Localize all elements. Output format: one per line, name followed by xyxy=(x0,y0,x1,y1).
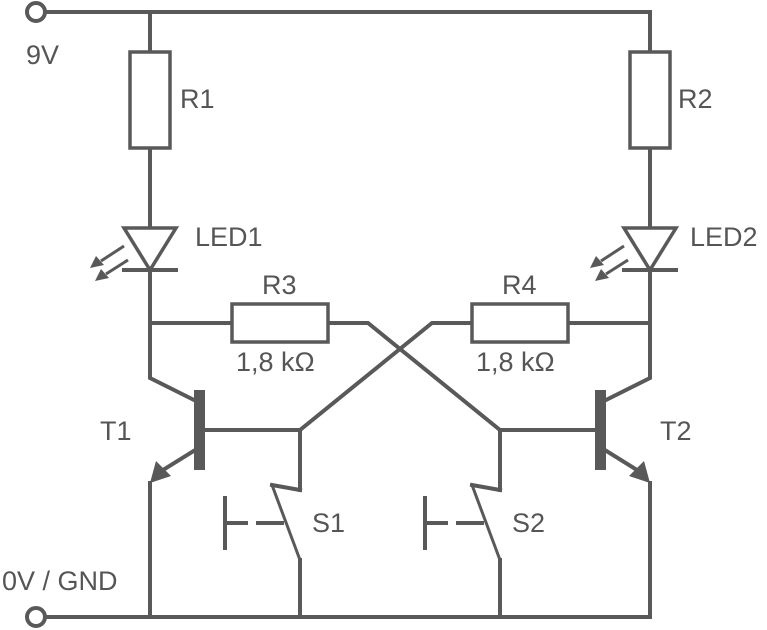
led2-symbol xyxy=(620,226,680,274)
supply-label: 9V xyxy=(26,40,59,70)
s1-label: S1 xyxy=(312,508,345,538)
supply-terminal xyxy=(25,1,47,23)
resistor-r4 xyxy=(470,302,570,344)
right-branch-wires xyxy=(597,10,652,619)
t2-label: T2 xyxy=(660,416,692,446)
resistor-r1 xyxy=(128,50,172,150)
resistor-r3 xyxy=(230,302,330,344)
led2-light-arrows-icon xyxy=(590,244,629,281)
led1-light-arrows-icon xyxy=(90,244,129,281)
switch-s1 xyxy=(223,428,303,619)
led1-symbol xyxy=(120,226,180,274)
left-branch-wires xyxy=(148,10,203,619)
led2-label: LED2 xyxy=(690,222,758,252)
r3-label: R3 xyxy=(262,270,297,300)
switch-s2 xyxy=(423,428,503,619)
transistor-t1 xyxy=(150,390,205,483)
r2-label: R2 xyxy=(678,84,713,114)
r4-value: 1,8 kΩ xyxy=(476,347,555,377)
r3-value: 1,8 kΩ xyxy=(236,347,315,377)
transistor-t2 xyxy=(595,390,650,483)
r1-label: R1 xyxy=(180,84,215,114)
ground-label: 0V / GND xyxy=(2,566,118,596)
ground-terminal xyxy=(25,606,47,628)
led1-label: LED1 xyxy=(195,222,263,252)
t1-label: T1 xyxy=(100,416,132,446)
cross-coupling-wires xyxy=(148,321,652,432)
resistor-r2 xyxy=(628,50,672,150)
s2-label: S2 xyxy=(512,508,545,538)
r4-label: R4 xyxy=(502,270,537,300)
